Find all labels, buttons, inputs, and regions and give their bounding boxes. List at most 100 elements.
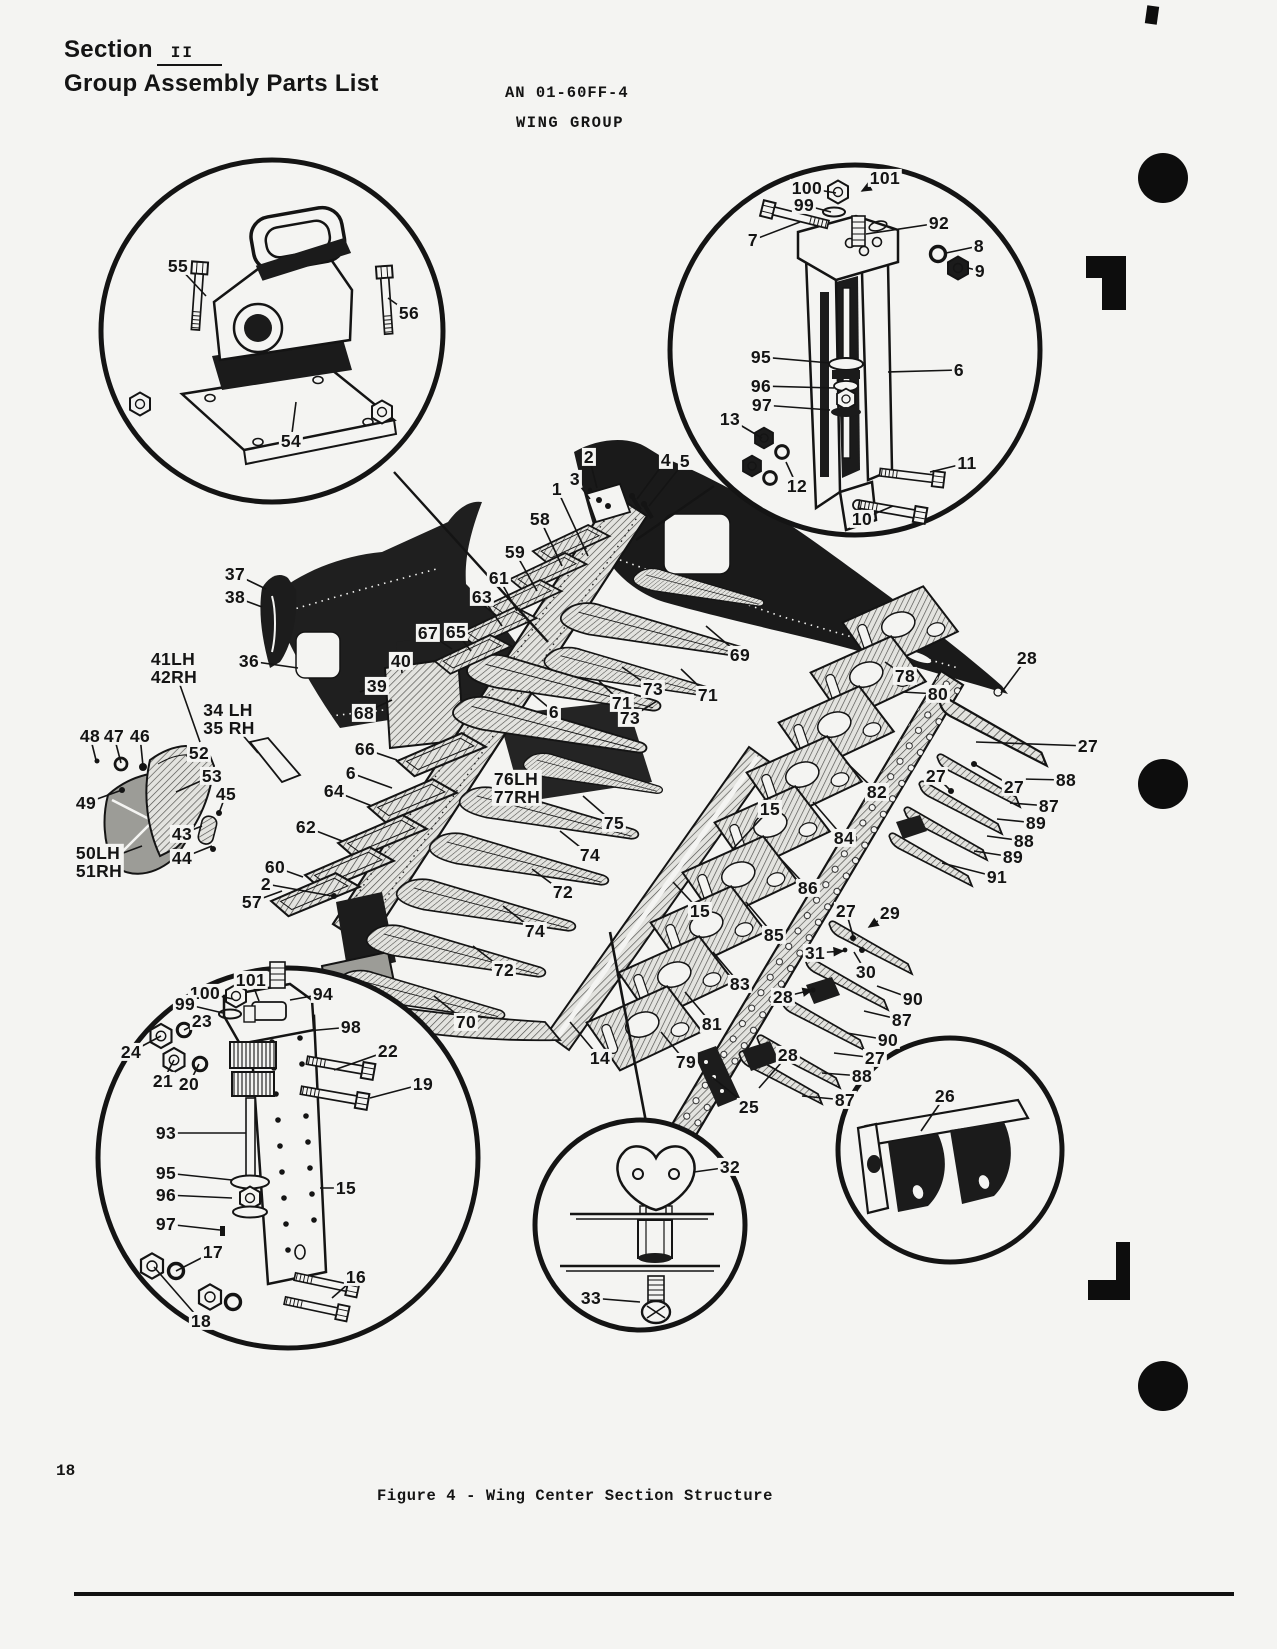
part-callout: 40 bbox=[388, 650, 414, 671]
part-callout: 10 bbox=[849, 508, 875, 529]
part-callout: 6 bbox=[546, 701, 562, 722]
part-callout: 24 bbox=[118, 1041, 144, 1062]
part-callout: 67 bbox=[415, 622, 441, 643]
part-callout: 97 bbox=[153, 1213, 179, 1234]
part-callout: 27 bbox=[862, 1047, 888, 1068]
part-callout: 2 bbox=[581, 446, 597, 467]
part-callout: 78 bbox=[892, 665, 918, 686]
part-callout: 89 bbox=[1000, 846, 1026, 867]
part-callout: 90 bbox=[900, 988, 926, 1009]
part-callout: 3 bbox=[567, 468, 583, 489]
part-callout: 71 bbox=[695, 684, 721, 705]
part-callout: 21 bbox=[150, 1070, 176, 1091]
part-callout: 30 bbox=[853, 961, 879, 982]
part-callout: 94 bbox=[310, 983, 336, 1004]
part-callout: 48 bbox=[77, 725, 103, 746]
page-number: 18 bbox=[56, 1462, 76, 1480]
heart-anchor-nut bbox=[616, 1145, 696, 1212]
part-callout: 81 bbox=[699, 1013, 725, 1034]
part-callout: 6 bbox=[951, 359, 967, 380]
part-callout: 66 bbox=[352, 738, 378, 759]
part-callout: 32 bbox=[717, 1156, 743, 1177]
part-callout: 15 bbox=[687, 900, 713, 921]
part-callout: 74 bbox=[522, 920, 548, 941]
part-callout: 53 bbox=[199, 765, 225, 786]
part-callout: 28 bbox=[1014, 647, 1040, 668]
part-callout: 74 bbox=[577, 844, 603, 865]
part-callout: 64 bbox=[321, 780, 347, 801]
section-number: II bbox=[156, 44, 222, 66]
part-callout: 33 bbox=[578, 1287, 604, 1308]
part-callout: 87 bbox=[1036, 795, 1062, 816]
part-callout: 41LH 42RH bbox=[148, 648, 200, 687]
part-callout: 68 bbox=[351, 702, 377, 723]
part-callout: 25 bbox=[736, 1096, 762, 1117]
part-callout: 55 bbox=[165, 255, 191, 276]
part-callout: 15 bbox=[333, 1177, 359, 1198]
part-callout: 71 bbox=[609, 692, 635, 713]
header-subtitle: Group Assembly Parts List bbox=[64, 70, 379, 97]
part-callout: 88 bbox=[849, 1065, 875, 1086]
part-callout: 6 bbox=[343, 762, 359, 783]
part-callout: 96 bbox=[153, 1184, 179, 1205]
part-callout: 26 bbox=[932, 1085, 958, 1106]
part-callout: 95 bbox=[153, 1162, 179, 1183]
part-callout: 7 bbox=[745, 229, 761, 250]
leader-line bbox=[760, 385, 835, 389]
part-callout: 72 bbox=[550, 881, 576, 902]
hinge-blade bbox=[260, 575, 297, 668]
part-callout: 84 bbox=[831, 827, 857, 848]
part-callout: 45 bbox=[213, 783, 239, 804]
part-callout: 79 bbox=[673, 1051, 699, 1072]
part-callout: 37 bbox=[222, 563, 248, 584]
part-callout: 29 bbox=[877, 902, 903, 923]
part-callout: 59 bbox=[502, 541, 528, 562]
part-callout: 73 bbox=[640, 678, 666, 699]
part-callout: 60 bbox=[262, 856, 288, 877]
part-callout: 99 bbox=[791, 194, 817, 215]
part-callout: 52 bbox=[186, 742, 212, 763]
part-callout: 100 bbox=[789, 177, 825, 198]
part-callout: 23 bbox=[189, 1010, 215, 1031]
part-callout: 86 bbox=[795, 877, 821, 898]
part-callout: 27 bbox=[923, 765, 949, 786]
part-callout: 80 bbox=[925, 683, 951, 704]
part-callout: 90 bbox=[875, 1029, 901, 1050]
part-callout: 20 bbox=[176, 1073, 202, 1094]
doc-number: AN 01-60FF-4 bbox=[505, 84, 629, 102]
part-callout: 44 bbox=[169, 847, 195, 868]
part-callout: 65 bbox=[443, 621, 469, 642]
part-callout: 18 bbox=[188, 1310, 214, 1331]
part-callout: 39 bbox=[364, 675, 390, 696]
inset-top-left bbox=[98, 157, 549, 643]
part-callout: 73 bbox=[617, 707, 643, 728]
part-callout: 49 bbox=[73, 792, 99, 813]
part-callout: 61 bbox=[486, 567, 512, 588]
part-callout: 19 bbox=[410, 1073, 436, 1094]
part-callout: 9 bbox=[972, 260, 988, 281]
part-callout: 85 bbox=[761, 924, 787, 945]
part-callout: 101 bbox=[233, 969, 269, 990]
part-callout: 87 bbox=[832, 1089, 858, 1110]
part-callout: 88 bbox=[1011, 830, 1037, 851]
part-callout: 99 bbox=[172, 993, 198, 1014]
part-callout: 47 bbox=[101, 725, 127, 746]
inset-bottom-left bbox=[95, 961, 481, 1351]
part-callout: 15 bbox=[757, 798, 783, 819]
part-callout: 43 bbox=[169, 823, 195, 844]
part-callout: 27 bbox=[1001, 776, 1027, 797]
part-callout: 76LH 77RH bbox=[491, 768, 543, 807]
part-callout: 92 bbox=[926, 212, 952, 233]
registration-marks bbox=[74, 5, 1234, 1596]
inset-bottom-center bbox=[532, 931, 748, 1333]
part-callout: 16 bbox=[343, 1266, 369, 1287]
part-callout: 4 bbox=[658, 449, 674, 470]
leader-line bbox=[975, 741, 1089, 747]
part-callout: 46 bbox=[127, 725, 153, 746]
part-callout: 101 bbox=[867, 167, 903, 188]
leader-line bbox=[556, 488, 589, 557]
part-callout: 97 bbox=[749, 394, 775, 415]
part-callout: 82 bbox=[864, 781, 890, 802]
